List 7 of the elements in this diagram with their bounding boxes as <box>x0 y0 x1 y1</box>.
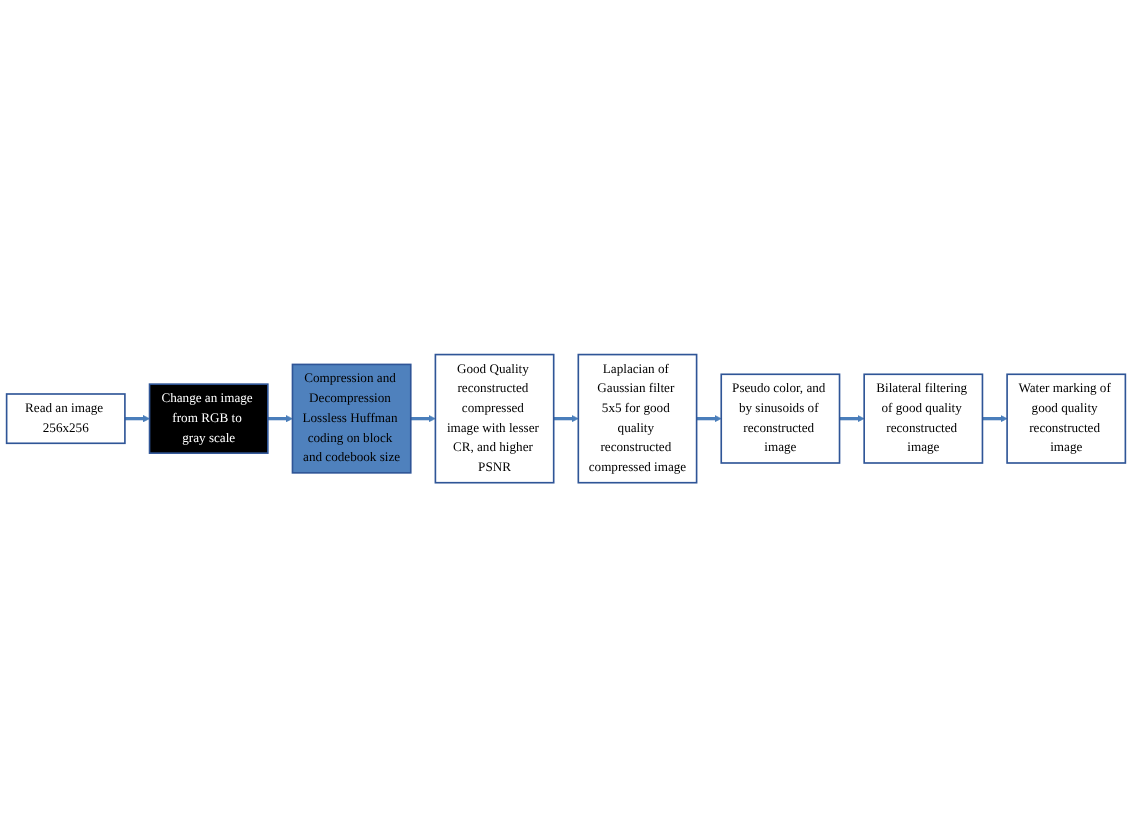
arrow <box>410 415 436 423</box>
arrow <box>839 415 865 423</box>
arrow <box>267 415 293 423</box>
arrow <box>124 415 150 423</box>
arrow <box>982 415 1008 423</box>
arrow <box>553 415 579 423</box>
arrow <box>696 415 722 423</box>
